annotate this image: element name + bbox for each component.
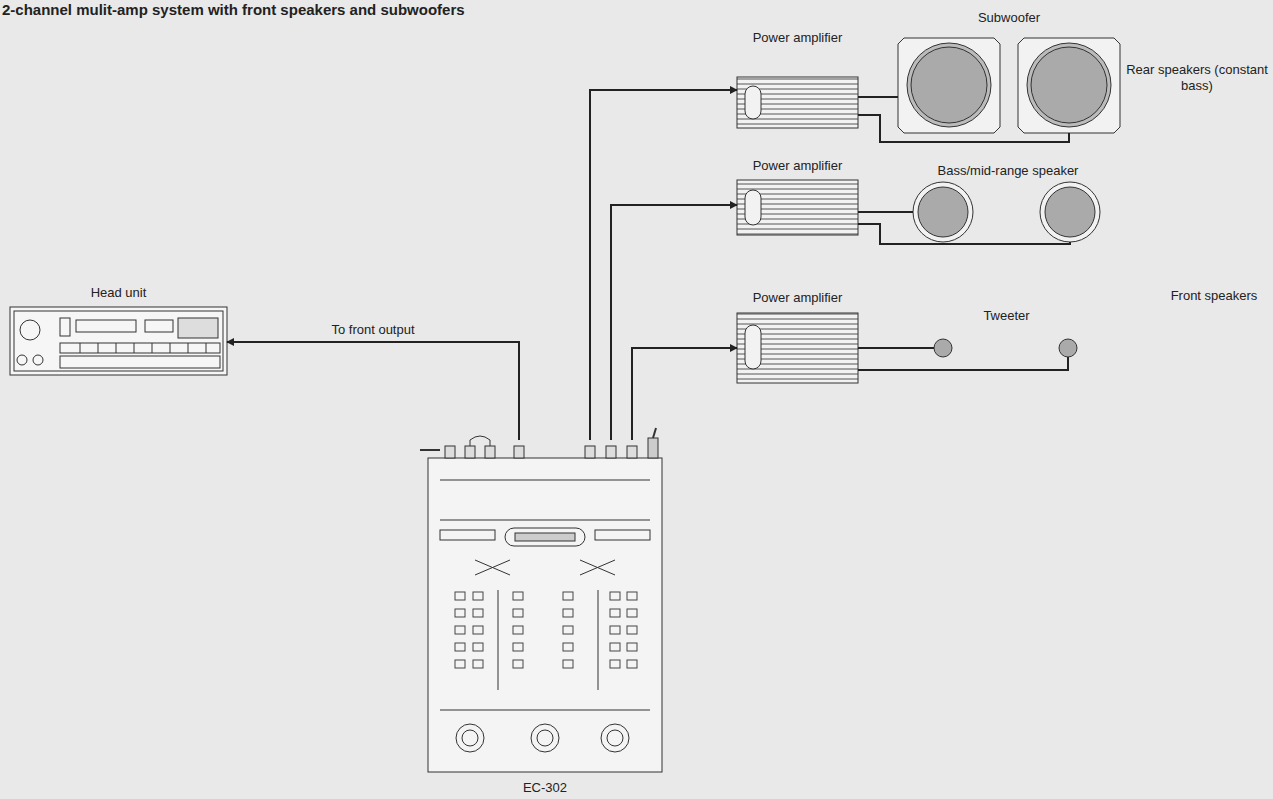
midrange-speaker-drawing	[913, 182, 1100, 242]
edge-label: To front output	[331, 322, 414, 338]
annotation-label: Rear speakers (constant bass)	[1124, 62, 1270, 94]
annotation-label: Front speakers	[1160, 288, 1268, 304]
speaker-wire	[858, 115, 1070, 370]
signal-cable	[590, 90, 737, 440]
midrange-speaker-pair: Bass/mid-range speaker	[913, 163, 1103, 243]
node-label: Power amplifier	[751, 158, 845, 173]
node-label: Subwoofer	[976, 10, 1042, 25]
power-amplifier: Power amplifier	[737, 290, 858, 383]
signal-cable	[858, 96, 898, 98]
subwoofer-pair: Subwoofer	[898, 10, 1120, 133]
node-label: Tweeter	[981, 308, 1031, 323]
signal-cable	[858, 347, 934, 349]
tweeter-drawing	[934, 339, 1077, 357]
node-label: Power amplifier	[751, 290, 845, 305]
node-label: Head unit	[89, 285, 149, 300]
node-label: Bass/mid-range speaker	[936, 163, 1081, 178]
power-amplifier: Power amplifier	[737, 30, 858, 128]
subwoofer-drawing	[898, 38, 1120, 133]
equalizer-unit: EC-302	[428, 440, 662, 795]
head-unit: Head unit	[10, 285, 227, 375]
signal-cable	[632, 348, 737, 440]
node-label: Power amplifier	[751, 30, 845, 45]
signal-cable	[858, 211, 913, 213]
head-unit-drawing	[10, 307, 227, 375]
ec-302-drawing	[420, 428, 662, 772]
power-amplifier: Power amplifier	[737, 158, 858, 235]
signal-cable	[227, 342, 519, 440]
diagram-title: 2-channel mulit-amp system with front sp…	[2, 1, 465, 18]
power-amplifier-drawing	[737, 77, 858, 383]
node-label: EC-302	[521, 780, 569, 795]
tweeter-pair: Tweeter	[934, 308, 1079, 358]
signal-cable	[611, 205, 737, 440]
